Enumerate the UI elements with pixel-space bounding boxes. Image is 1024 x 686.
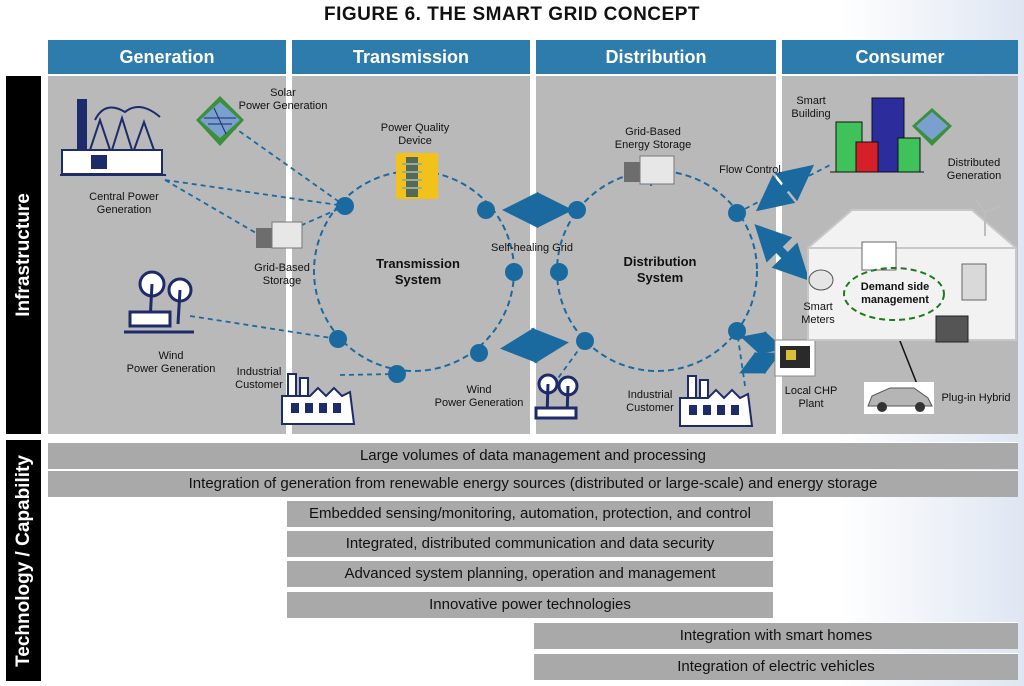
smart-meter-icon bbox=[808, 269, 834, 291]
label-central-power: Central Power Generation bbox=[89, 191, 159, 216]
capability-bar: Advanced system planning, operation and … bbox=[287, 560, 773, 587]
label-wind-generation: Wind Power Generation bbox=[126, 350, 216, 375]
capability-bar: Integration with smart homes bbox=[534, 622, 1018, 649]
node bbox=[728, 322, 746, 340]
tv-icon bbox=[935, 315, 969, 343]
label-wind-distribution: Wind Power Generation bbox=[434, 384, 524, 409]
label-transmission-system: Transmission System bbox=[376, 256, 460, 287]
label-distributed-generation: Distributed Generation bbox=[946, 157, 1002, 182]
label-local-chp: Local CHP Plant bbox=[784, 385, 838, 410]
label-smart-building: Smart Building bbox=[791, 95, 831, 120]
node bbox=[550, 263, 568, 281]
node bbox=[336, 197, 354, 215]
label-plug-in-hybrid: Plug-in Hybrid bbox=[941, 392, 1011, 404]
arrow bbox=[755, 164, 815, 212]
fridge-icon bbox=[961, 263, 987, 301]
arrow bbox=[754, 224, 810, 281]
node bbox=[329, 330, 347, 348]
panel-transmission bbox=[292, 76, 530, 434]
node bbox=[576, 332, 594, 350]
wind-turbine-icon bbox=[124, 270, 194, 334]
solar-panel-icon bbox=[912, 108, 952, 146]
smart-home-icon bbox=[807, 209, 1017, 341]
label-demand-side: Demand side management bbox=[860, 281, 930, 306]
node bbox=[728, 204, 746, 222]
panel-distribution bbox=[536, 76, 776, 434]
arrow bbox=[740, 331, 785, 355]
power-plant-icon bbox=[60, 99, 166, 176]
capability-bar: Large volumes of data management and pro… bbox=[48, 442, 1018, 469]
capability-bar: Integration of generation from renewable… bbox=[48, 470, 1018, 497]
figure-title: FIGURE 6. THE SMART GRID CONCEPT bbox=[324, 4, 700, 25]
factory-icon bbox=[679, 375, 754, 427]
label-industrial-distribution: Industrial Customer bbox=[626, 389, 674, 414]
arrows bbox=[500, 164, 815, 375]
node bbox=[568, 201, 586, 219]
column-header-consumer: Consumer bbox=[782, 40, 1018, 74]
battery-storage-icon bbox=[256, 221, 303, 249]
capability-bar: Integrated, distributed communication an… bbox=[287, 530, 773, 557]
arrow bbox=[739, 351, 781, 375]
capability-bar: Innovative power technologies bbox=[287, 591, 773, 618]
node bbox=[470, 344, 488, 362]
power-quality-device-icon bbox=[396, 153, 438, 199]
solar-panel-icon bbox=[196, 96, 244, 146]
label-smart-meters: Smart Meters bbox=[801, 301, 835, 326]
label-industrial-transmission: Industrial Customer bbox=[235, 366, 283, 391]
smart-building-icon bbox=[830, 97, 924, 173]
battery-storage-icon bbox=[624, 155, 675, 185]
label-grid-storage-distribution: Grid-Based Energy Storage bbox=[614, 126, 692, 151]
column-header-distribution: Distribution bbox=[536, 40, 776, 74]
infrastructure-band: Infrastructure bbox=[6, 76, 41, 434]
wind-turbine-icon bbox=[975, 199, 1001, 236]
label-flow-control: Flow Control bbox=[719, 164, 781, 176]
capability-bar: Embedded sensing/monitoring, automation,… bbox=[287, 500, 773, 527]
label-power-quality: Power Quality Device bbox=[380, 122, 450, 147]
car-icon bbox=[864, 382, 934, 414]
wind-turbine-icon bbox=[534, 373, 579, 420]
factory-icon bbox=[281, 373, 356, 425]
label-grid-storage-generation: Grid-Based Storage bbox=[254, 262, 310, 287]
chp-plant-icon bbox=[774, 339, 816, 377]
panel-generation bbox=[48, 76, 286, 434]
capability-bar: Integration of electric vehicles bbox=[534, 653, 1018, 680]
node bbox=[477, 201, 495, 219]
node bbox=[505, 263, 523, 281]
node bbox=[388, 365, 406, 383]
arrow bbox=[500, 327, 569, 364]
label-self-healing: Self-healing Grid bbox=[491, 242, 573, 254]
column-header-generation: Generation bbox=[48, 40, 286, 74]
technology-band: Technology / Capability bbox=[6, 440, 41, 681]
label-distribution-system: Distribution System bbox=[623, 254, 697, 285]
nodes bbox=[329, 197, 746, 383]
thermostat-icon bbox=[861, 241, 897, 271]
column-header-transmission: Transmission bbox=[292, 40, 530, 74]
hybrid-connector bbox=[897, 335, 918, 385]
label-solar: Solar Power Generation bbox=[238, 87, 328, 112]
